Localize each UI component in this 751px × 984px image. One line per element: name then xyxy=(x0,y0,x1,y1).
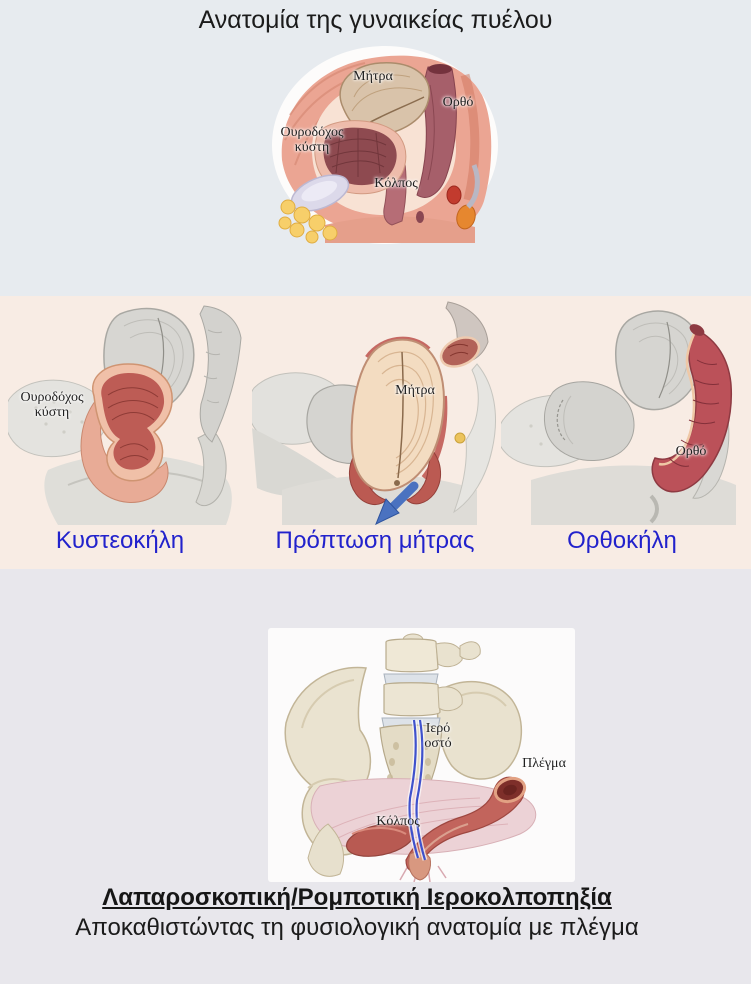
section-anatomy: Ανατομία της γυναικείας πυέλου xyxy=(0,0,751,296)
label-sacrum: Ιερό οστό xyxy=(424,721,452,751)
procedure-title: Λαπαροσκοπική/Ρομποτική Ιεροκολποπηξία xyxy=(102,884,612,911)
bladder-bulge-shape xyxy=(92,363,173,482)
rectum-gray-shape xyxy=(199,305,242,443)
prolapse-arrow-icon xyxy=(375,481,419,525)
label-vagina-bottom: Κόλπος xyxy=(376,814,420,829)
label-bladder: Ουροδόχος κύστη xyxy=(280,125,344,155)
pelvis-mesh-drawing xyxy=(284,633,537,882)
label-uterus: Μήτρα xyxy=(353,69,393,84)
mesh-shape xyxy=(407,719,428,861)
lumbar-vertebrae-shape xyxy=(381,633,481,729)
bladder-gray-shape xyxy=(543,381,635,461)
label-rectum: Ορθό xyxy=(442,95,474,110)
cystocele-drawing xyxy=(8,305,242,525)
bone-speckles xyxy=(34,400,84,434)
label-vagina: Κόλπος xyxy=(374,176,418,191)
rectocele-caption: Ορθοκήλη xyxy=(567,527,677,554)
cystocele-caption: Κυστεοκήλη xyxy=(55,527,185,554)
fat-tissue-shape xyxy=(278,199,338,244)
pelvis-sagittal-drawing xyxy=(272,46,498,244)
rectocele-illustration: Ορθό xyxy=(501,300,743,525)
label-cystocele-bladder: Ουροδόχος κύστη xyxy=(20,390,84,420)
label-mesh: Πλέγμα xyxy=(522,756,566,771)
uterine-prolapse-drawing xyxy=(252,301,497,525)
procedure-subtitle: Αποκαθιστώντας τη φυσιολογική ανατομία μ… xyxy=(75,914,639,941)
rectum-cut-shape xyxy=(439,301,489,444)
uterine-prolapse-caption: Πρόπτωση μήτρας xyxy=(275,527,475,554)
label-rectocele-rectum: Ορθό xyxy=(675,444,707,459)
uterus-gray-shape xyxy=(615,310,702,411)
rectocele-shape xyxy=(651,324,733,493)
cystocele-illustration: Ουροδόχος κύστη xyxy=(8,300,251,525)
sacrocolpopexy-illustration: Ιερό οστό Πλέγμα Κόλπος xyxy=(268,628,575,882)
label-prolapse-uterus: Μήτρα xyxy=(395,383,435,398)
anatomy-title: Ανατομία της γυναικείας πυέλου xyxy=(198,6,553,34)
prolapsed-uterus-shape xyxy=(349,336,448,506)
section-sacrocolpopexy: Ιερό οστό Πλέγμα Κόλπος Λαπαροσκοπική/Ρο… xyxy=(0,569,751,984)
uterine-prolapse-illustration: Μήτρα xyxy=(252,300,498,525)
sigmoid-colon-shape xyxy=(405,776,527,872)
rectocele-drawing xyxy=(501,310,736,525)
anatomy-illustration: Μήτρα Ορθό Ουροδόχος κύστη Κόλπος xyxy=(270,45,500,245)
